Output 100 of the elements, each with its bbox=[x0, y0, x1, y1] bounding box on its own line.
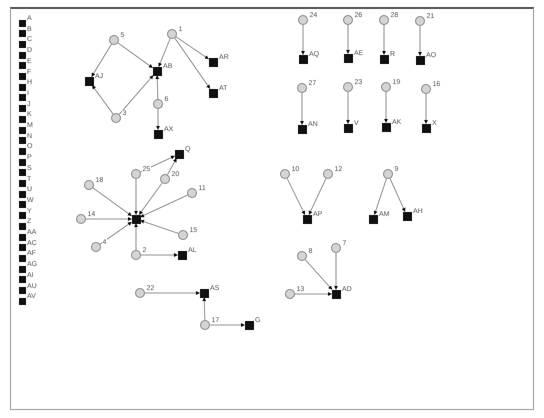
arrow bbox=[156, 108, 160, 130]
graph-node-square bbox=[332, 290, 340, 298]
arrow bbox=[144, 291, 200, 295]
graph-node-circle bbox=[84, 180, 94, 190]
arrow bbox=[202, 297, 206, 320]
graph-node-circle bbox=[76, 214, 86, 224]
arrow bbox=[346, 92, 350, 124]
graph-node-circle bbox=[131, 250, 141, 260]
arrow bbox=[91, 44, 112, 77]
graph-node-circle bbox=[153, 99, 163, 109]
graph-node-square bbox=[416, 56, 424, 64]
arrow bbox=[118, 42, 153, 68]
graph-node-square bbox=[18, 266, 26, 273]
arrow bbox=[140, 220, 179, 234]
graph-node-circle bbox=[421, 84, 431, 94]
graph-node-circle bbox=[111, 113, 121, 123]
arrow bbox=[384, 92, 388, 123]
graph-node-circle bbox=[135, 288, 145, 298]
arrow bbox=[140, 194, 188, 218]
graph-node-circle bbox=[160, 174, 170, 184]
graph-node-square bbox=[18, 298, 26, 305]
arrow bbox=[300, 92, 304, 125]
graph-node-square bbox=[18, 158, 26, 166]
arrow bbox=[346, 24, 350, 54]
arrow bbox=[210, 323, 245, 327]
graph-node-square bbox=[200, 288, 208, 298]
graph-node-square bbox=[154, 130, 162, 138]
graph-node-circle bbox=[383, 169, 393, 179]
graph-node-square bbox=[18, 84, 26, 91]
graph-node-square bbox=[18, 276, 26, 284]
graph-node-circle bbox=[178, 230, 188, 240]
arrow bbox=[134, 178, 138, 215]
graph-node-square bbox=[382, 122, 390, 132]
graph-node-circle bbox=[91, 242, 101, 252]
graph-node-square bbox=[18, 180, 26, 187]
graph-node-square bbox=[18, 169, 26, 176]
arrow bbox=[134, 223, 138, 250]
graph-node-square bbox=[178, 250, 186, 260]
graph-node-square bbox=[18, 94, 26, 102]
graph-node-square bbox=[18, 62, 26, 70]
graph-node-square bbox=[84, 76, 94, 86]
graph-node-circle bbox=[298, 15, 308, 25]
arrow bbox=[424, 94, 428, 124]
graph-node-circle bbox=[415, 16, 425, 26]
graph-node-circle bbox=[285, 289, 295, 299]
graph-node-circle bbox=[297, 251, 307, 261]
graph-node-square bbox=[244, 320, 254, 330]
graph-node-square bbox=[18, 126, 26, 134]
arrow bbox=[92, 188, 132, 216]
arrow bbox=[382, 24, 386, 55]
graph-node-square bbox=[18, 287, 26, 294]
graph-node-square bbox=[344, 54, 352, 62]
graph-node-circle bbox=[109, 35, 119, 45]
graph-node-square bbox=[208, 58, 218, 66]
graph-node-square bbox=[18, 40, 26, 48]
graph-node-square bbox=[344, 124, 352, 132]
graph-node-square bbox=[298, 124, 306, 134]
arrow bbox=[418, 26, 422, 56]
graph-node-square bbox=[18, 234, 26, 240]
graph-node-circle bbox=[343, 15, 353, 25]
graph-node-square bbox=[18, 52, 26, 59]
graph-node-square bbox=[18, 105, 26, 112]
graph-node-circle bbox=[343, 82, 353, 92]
graph-node-square bbox=[18, 148, 26, 155]
arrow bbox=[334, 252, 338, 290]
graph-node-circle bbox=[167, 29, 177, 39]
graph-node-square bbox=[18, 20, 26, 26]
arrow bbox=[92, 85, 114, 114]
graph-node-square bbox=[18, 222, 26, 230]
arrow bbox=[158, 38, 171, 67]
graph-node-square bbox=[422, 124, 430, 132]
graph-node-square bbox=[380, 54, 388, 64]
arrow bbox=[176, 36, 209, 60]
graph-node-circle bbox=[379, 15, 389, 25]
graph-node-circle bbox=[131, 169, 141, 179]
arrow bbox=[155, 75, 160, 100]
arrow bbox=[100, 222, 132, 245]
graph-node-square bbox=[208, 88, 218, 98]
graph-node-square bbox=[402, 212, 412, 220]
graph-node-square bbox=[152, 66, 162, 76]
arrow bbox=[167, 158, 177, 176]
graph-node-square bbox=[18, 212, 26, 220]
arrow bbox=[118, 75, 154, 115]
graph-node-circle bbox=[381, 82, 391, 92]
graph-node-square bbox=[174, 150, 184, 158]
arrow bbox=[138, 182, 162, 215]
graph-node-square bbox=[298, 54, 308, 64]
graph-node-square bbox=[18, 244, 26, 252]
arrow bbox=[174, 38, 210, 89]
graph-node-square bbox=[132, 214, 140, 224]
graph-node-square bbox=[18, 201, 26, 208]
graph-node-square bbox=[302, 214, 312, 224]
graph-node-square bbox=[18, 116, 26, 123]
arrow bbox=[390, 178, 406, 212]
graph-node-square bbox=[368, 214, 378, 224]
graph-node-square bbox=[18, 137, 26, 144]
graph-node-circle bbox=[280, 169, 290, 179]
graph-node-circle bbox=[331, 243, 341, 253]
arrow bbox=[308, 178, 326, 215]
graph-node-square bbox=[18, 190, 26, 198]
